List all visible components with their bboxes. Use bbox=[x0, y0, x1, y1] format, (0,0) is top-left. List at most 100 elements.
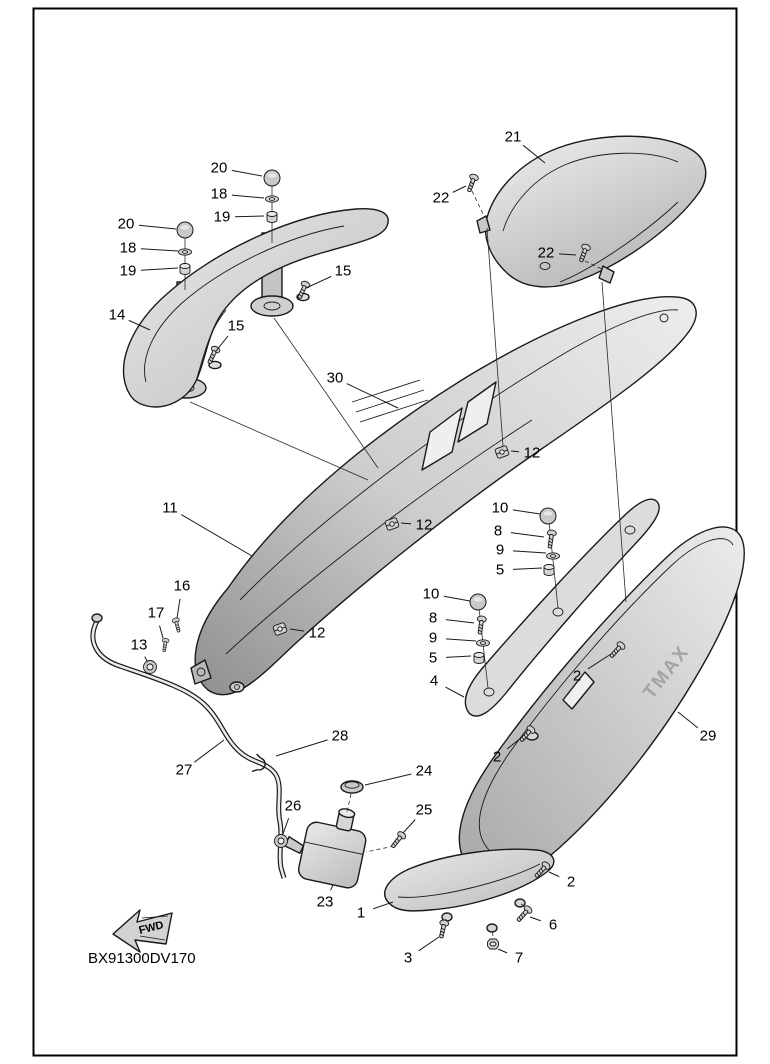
callout-12: 12 bbox=[510, 445, 540, 462]
callout-19: 19 bbox=[214, 209, 265, 226]
callout-13: 13 bbox=[131, 637, 148, 662]
part-13-grommet bbox=[143, 660, 157, 674]
callout-leader-line bbox=[497, 948, 508, 954]
callout-leader-line bbox=[231, 169, 263, 177]
callout-3: 3 bbox=[404, 936, 440, 967]
part-23-reservoir-tank bbox=[284, 808, 367, 889]
part-25-screw bbox=[388, 829, 408, 851]
callout-leader-line bbox=[512, 550, 547, 554]
part-14-grab-rail bbox=[122, 207, 389, 408]
callout-18: 18 bbox=[211, 186, 265, 203]
callout-leader-line bbox=[140, 248, 179, 252]
callout-number: 28 bbox=[332, 728, 349, 745]
callout-8: 8 bbox=[494, 523, 545, 540]
callout-leader-line bbox=[418, 936, 440, 952]
part-16-pin bbox=[171, 616, 183, 634]
callout-14: 14 bbox=[109, 307, 151, 331]
callout-leader-line bbox=[443, 595, 471, 602]
callout-26: 26 bbox=[282, 798, 301, 835]
callout-number: 1 bbox=[357, 905, 365, 922]
callout-number: 6 bbox=[549, 917, 557, 934]
callout-number: 16 bbox=[174, 578, 191, 595]
callout-10: 10 bbox=[423, 586, 471, 603]
callout-12: 12 bbox=[400, 517, 432, 534]
callout-number: 10 bbox=[423, 586, 440, 603]
callout-2: 2 bbox=[573, 653, 612, 685]
callout-leader-line bbox=[305, 275, 332, 289]
part-5-collar bbox=[543, 564, 555, 576]
callout-number: 5 bbox=[429, 650, 437, 667]
callout-number: 25 bbox=[416, 802, 433, 819]
callout-number: 2 bbox=[567, 874, 575, 891]
callout-leader-line bbox=[510, 450, 520, 453]
callout-leader-line bbox=[159, 625, 164, 639]
callout-leader-line bbox=[275, 739, 328, 757]
part-11-side-panel bbox=[190, 296, 697, 696]
callout-12: 12 bbox=[289, 625, 326, 642]
callout-number: 20 bbox=[211, 160, 228, 177]
callout-leader-line bbox=[234, 215, 265, 218]
callout-leader-line bbox=[180, 514, 253, 557]
part-20-dome-cap bbox=[263, 169, 281, 187]
callout-number: 11 bbox=[162, 500, 178, 517]
callout-20: 20 bbox=[211, 160, 263, 177]
callout-number: 24 bbox=[416, 763, 433, 780]
part-28-hose-clamp bbox=[251, 753, 266, 773]
callout-number: 21 bbox=[505, 129, 522, 146]
callout-number: 8 bbox=[494, 523, 502, 540]
callout-29: 29 bbox=[677, 711, 717, 745]
callout-6: 6 bbox=[529, 916, 557, 934]
callout-leader-line bbox=[215, 335, 229, 352]
callout-number: 29 bbox=[700, 728, 717, 745]
callout-number: 18 bbox=[211, 186, 228, 203]
callout-number: 2 bbox=[493, 749, 501, 766]
diagram-code: BX91300DV170 bbox=[88, 950, 196, 967]
part-22-screw bbox=[464, 172, 480, 194]
callout-leader-line bbox=[231, 194, 265, 199]
callout-9: 9 bbox=[429, 630, 477, 647]
callout-number: 8 bbox=[429, 610, 437, 627]
callout-5: 5 bbox=[496, 562, 543, 579]
part-27-drain-hose bbox=[90, 613, 287, 879]
callout-leader-line bbox=[176, 598, 181, 619]
callout-19: 19 bbox=[120, 263, 179, 280]
part-17-screw bbox=[160, 637, 170, 653]
callout-leader-line bbox=[548, 871, 560, 878]
callout-number: 4 bbox=[430, 673, 438, 690]
callout-leader-line bbox=[346, 383, 399, 409]
callout-number: 30 bbox=[327, 370, 344, 387]
part-26-grommet bbox=[274, 834, 288, 848]
callout-number: 2 bbox=[573, 668, 581, 685]
callout-27: 27 bbox=[176, 739, 225, 779]
callout-number: 12 bbox=[309, 625, 326, 642]
callout-leader-line bbox=[140, 267, 179, 271]
callout-number: 3 bbox=[404, 950, 412, 967]
callout-7: 7 bbox=[497, 948, 523, 967]
callout-15: 15 bbox=[215, 318, 244, 352]
callout-leader-line bbox=[506, 737, 522, 750]
callout-leader-line bbox=[529, 916, 541, 922]
part-21-tail-cover bbox=[476, 135, 707, 288]
callout-2: 2 bbox=[493, 737, 522, 766]
callout-leader-line bbox=[445, 638, 477, 642]
callout-leader-line bbox=[522, 144, 546, 164]
callout-number: 22 bbox=[433, 190, 450, 207]
callout-2: 2 bbox=[548, 871, 575, 891]
callout-1: 1 bbox=[357, 901, 394, 922]
callout-21: 21 bbox=[505, 129, 546, 164]
part-10-dome-cap bbox=[469, 593, 487, 611]
part-8-screw bbox=[544, 529, 558, 549]
callout-number: 5 bbox=[496, 562, 504, 579]
callout-leader-line bbox=[512, 567, 543, 570]
part-10-dome-cap bbox=[539, 507, 557, 525]
part-8-screw bbox=[474, 615, 488, 635]
callout-number: 17 bbox=[148, 605, 165, 622]
callout-leader-line bbox=[452, 185, 467, 193]
part-9-washer bbox=[546, 552, 560, 560]
callout-10: 10 bbox=[492, 500, 541, 517]
callout-number: 18 bbox=[120, 240, 137, 257]
callout-number: 20 bbox=[118, 216, 135, 233]
part-19-collar bbox=[179, 263, 191, 275]
callout-leader-line bbox=[402, 819, 416, 834]
